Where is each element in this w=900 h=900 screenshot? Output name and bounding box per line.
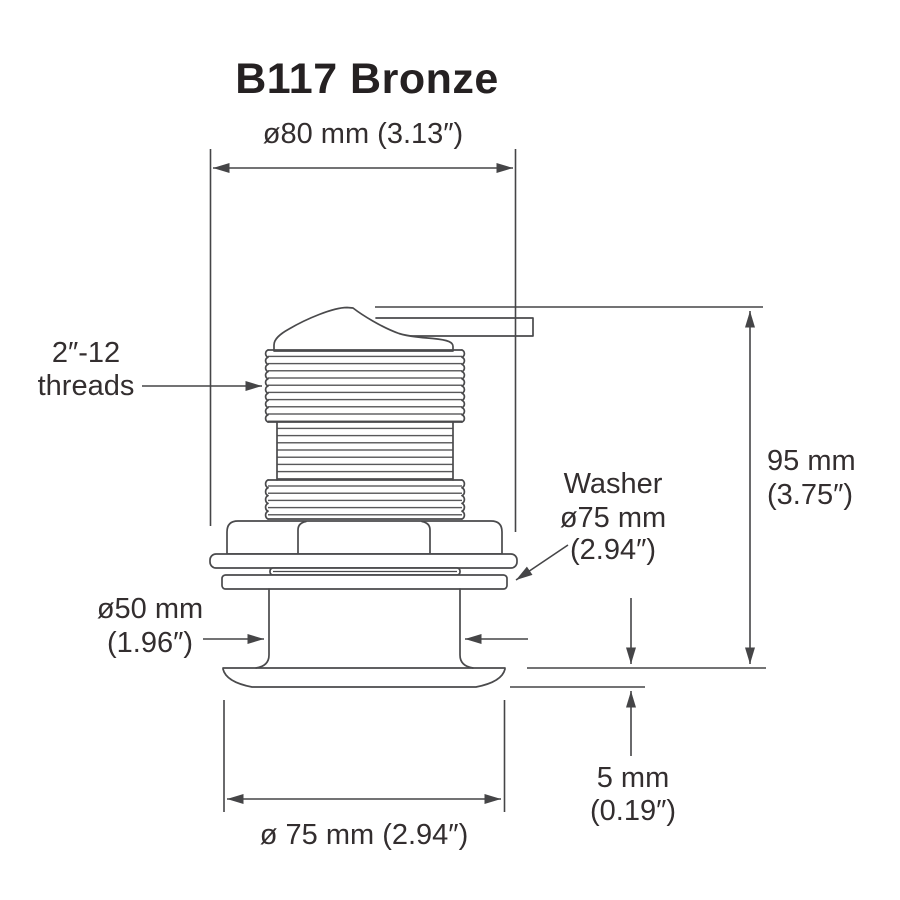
dimension-top-width: ø80 mm (3.13″)	[209, 118, 517, 532]
thread-label-word: threads	[38, 370, 135, 402]
height-label-mm: 95 mm	[767, 445, 856, 477]
cable-tube	[375, 317, 534, 337]
dim-bottom-width-label: ø 75 mm (2.94″)	[260, 819, 468, 851]
lower-threads-right-edge	[461, 479, 466, 520]
lower-threads-ridges	[268, 480, 462, 519]
washer-label-mm: ø75 mm	[560, 502, 666, 534]
washer-leader-arrow	[515, 544, 569, 581]
upper-threads-right-edge	[461, 349, 466, 423]
hex-nut-facet-left	[297, 520, 307, 555]
washer-label-in: (2.94″)	[570, 534, 656, 566]
dimension-bottom-width: ø 75 mm (2.94″)	[223, 700, 506, 851]
dome-cap	[273, 306, 454, 352]
hex-nut-facet-right	[421, 520, 431, 555]
upper-threads-ridges	[268, 350, 462, 422]
lower-threads-left-edge	[264, 479, 269, 520]
stem-label-in: (1.96″)	[107, 627, 193, 659]
washer	[221, 574, 508, 590]
upper-threads-left-edge	[264, 349, 269, 423]
thread-callout: 2″-12 threads	[38, 337, 262, 402]
flange-bottom-edge	[222, 668, 506, 688]
lip-label-mm: 5 mm	[597, 762, 670, 794]
washer-callout: Washer ø75 mm (2.94″)	[515, 468, 666, 581]
transducer-body	[209, 306, 534, 688]
dimension-stem-diameter: ø50 mm (1.96″)	[97, 593, 528, 659]
dimension-height: 95 mm (3.75″)	[375, 306, 856, 669]
dimension-flange-lip: 5 mm (0.19″)	[510, 598, 676, 827]
nut-flange-plate	[209, 553, 518, 569]
thread-label-size: 2″-12	[52, 337, 120, 369]
washer-label-word: Washer	[564, 468, 663, 500]
dim-top-width-label: ø80 mm (3.13″)	[263, 118, 463, 150]
stem-left-edge	[255, 588, 270, 669]
stem-label-mm: ø50 mm	[97, 593, 203, 625]
stem-right-edge	[459, 588, 474, 669]
height-label-in: (3.75″)	[767, 479, 853, 511]
page-title: B117 Bronze	[235, 55, 499, 103]
middle-band-ridges	[277, 422, 453, 480]
lip-label-in: (0.19″)	[590, 795, 676, 827]
hex-nut	[226, 520, 503, 555]
